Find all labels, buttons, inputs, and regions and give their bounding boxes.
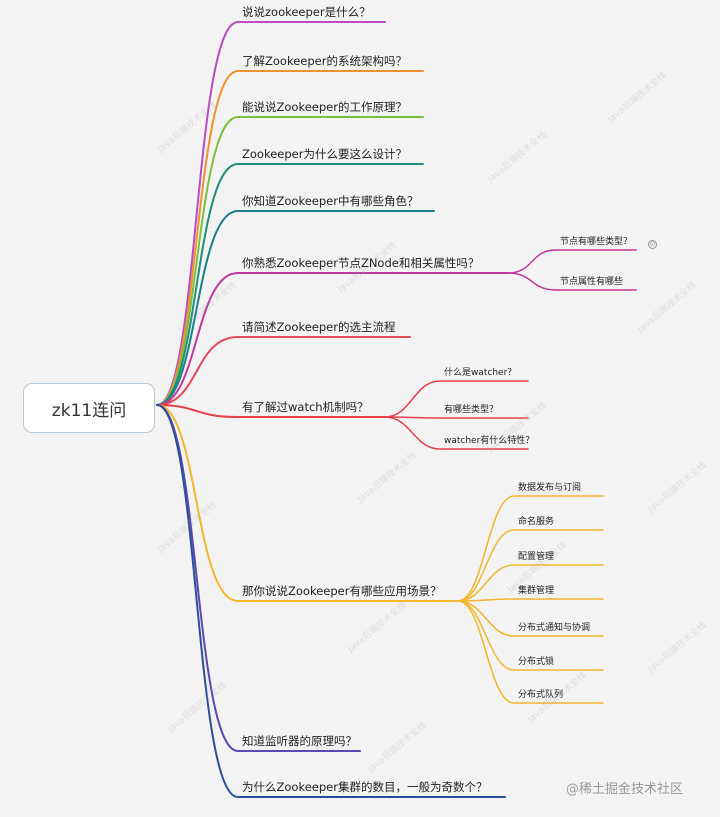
root-node-label: zk11连问 — [51, 400, 127, 421]
sub-branch-line — [384, 380, 529, 418]
root-node[interactable]: zk11连问 — [23, 383, 155, 433]
branch-line — [156, 210, 435, 406]
subtopic-node[interactable]: 命名服务 — [518, 517, 555, 527]
subtopic-node[interactable]: 分布式锁 — [518, 657, 555, 667]
sub-branch-line — [457, 600, 604, 637]
subtopic-node[interactable]: 分布式通知与协调 — [518, 623, 591, 633]
branch-line — [156, 21, 386, 406]
branch-line — [156, 116, 424, 406]
collapse-icon[interactable]: ⊙ — [648, 240, 657, 249]
topic-node[interactable]: Zookeeper为什么要这么设计？ — [242, 147, 407, 161]
topic-node[interactable]: 有了解过watch机制吗？ — [242, 400, 369, 414]
subtopic-node[interactable]: 配置管理 — [518, 552, 555, 562]
subtopic-node[interactable]: 集群管理 — [518, 586, 555, 596]
sub-branch-line — [507, 249, 637, 274]
branch-line — [156, 404, 506, 798]
subtopic-node[interactable]: 分布式队列 — [518, 690, 564, 700]
branch-line — [156, 70, 424, 406]
subtopic-node[interactable]: 有哪些类型？ — [444, 405, 499, 415]
sub-branch-line — [457, 600, 604, 704]
topic-node[interactable]: 能说说Zookeeper的工作原理？ — [242, 100, 407, 114]
topic-node[interactable]: 了解Zookeeper的系统架构吗？ — [242, 54, 407, 68]
subtopic-node[interactable]: 节点有哪些类型？ — [560, 237, 633, 247]
subtopic-node[interactable]: 数据发布与订阅 — [518, 483, 582, 493]
branch-line — [156, 163, 424, 406]
sub-branch-line — [507, 272, 637, 291]
sub-branch-line — [457, 529, 604, 602]
branch-line — [156, 404, 386, 418]
sub-branch-line — [457, 564, 604, 602]
topic-node[interactable]: 你熟悉Zookeeper节点ZNode和相关属性吗？ — [242, 256, 480, 270]
branch-line — [156, 336, 411, 406]
sub-branch-line — [384, 416, 529, 450]
sub-branch-line — [457, 495, 604, 602]
sub-branch-line — [457, 598, 604, 602]
topic-node[interactable]: 你知道Zookeeper中有哪些角色？ — [242, 194, 419, 208]
credit-text: @稀土掘金技术社区 — [566, 782, 684, 797]
topic-node[interactable]: 为什么Zookeeper集群的数目，一般为奇数个？ — [242, 780, 488, 794]
sub-branch-line — [384, 416, 529, 419]
subtopic-node[interactable]: 什么是watcher？ — [444, 368, 517, 378]
topic-node[interactable]: 那你说说Zookeeper有哪些应用场景？ — [242, 584, 442, 598]
topic-node[interactable]: 请简述Zookeeper的选主流程 — [242, 320, 396, 334]
topic-node[interactable]: 说说zookeeper是什么？ — [242, 5, 371, 19]
subtopic-node[interactable]: watcher有什么特性？ — [444, 436, 535, 446]
branch-line — [156, 404, 459, 602]
topic-node[interactable]: 知道监听器的原理吗？ — [242, 734, 357, 748]
branch-line — [156, 272, 509, 406]
subtopic-node[interactable]: 节点属性有哪些 — [560, 277, 624, 287]
sub-branch-line — [457, 600, 604, 671]
